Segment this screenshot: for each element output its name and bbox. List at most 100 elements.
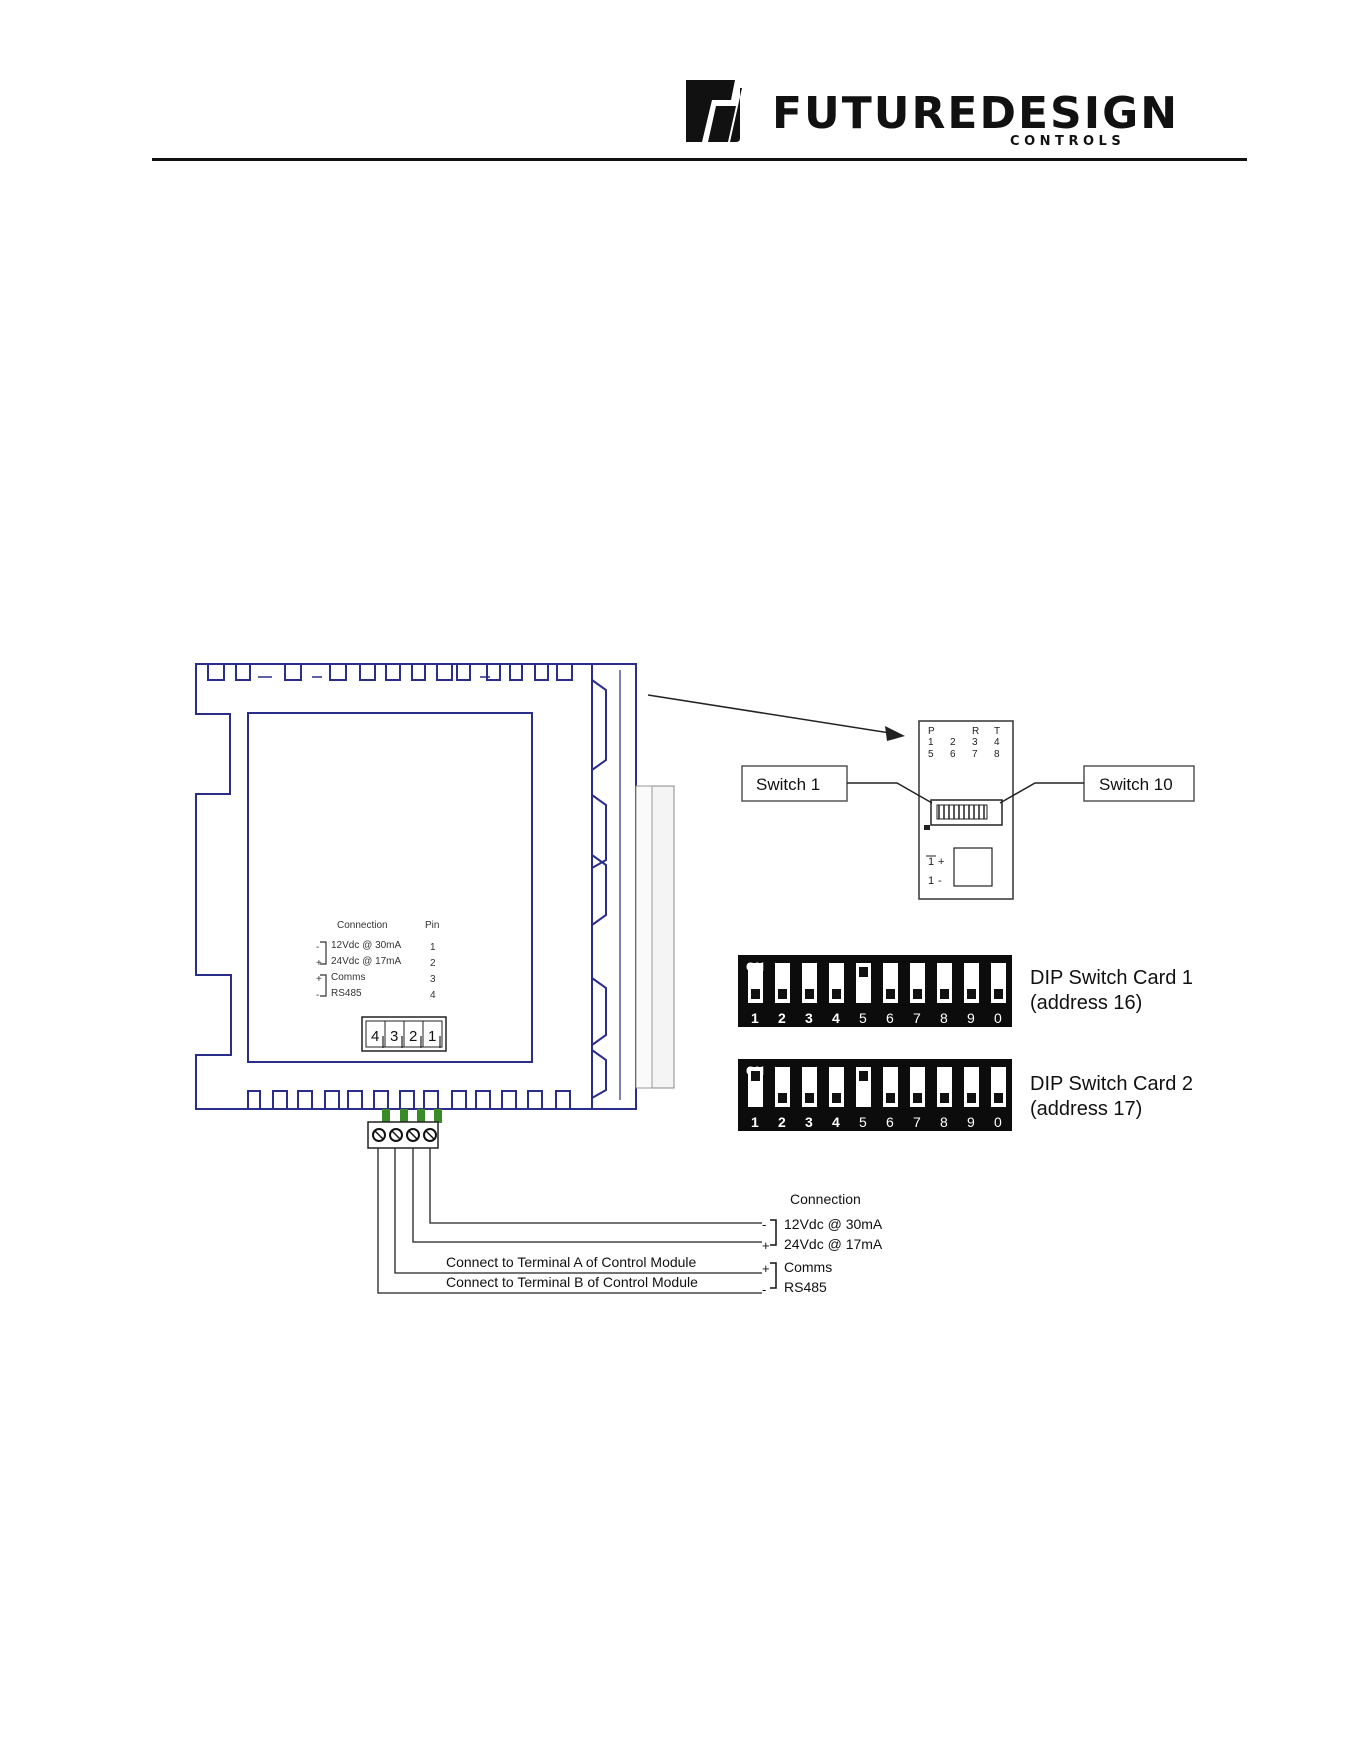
wiring-line-a: Connect to Terminal A of Control Module — [446, 1254, 697, 1270]
detail-r2-4: 8 — [994, 749, 1000, 760]
dip-1-number-6: 6 — [886, 1010, 894, 1026]
detail-r1-1: 1 — [928, 737, 934, 748]
brand-name: FUTUREDESIGN — [772, 88, 1179, 139]
dip-2-knob-10 — [994, 1093, 1003, 1103]
dip-1-number-8: 8 — [940, 1010, 948, 1026]
module-sign-1: - — [316, 942, 319, 953]
dip-card-1-subtitle: (address 16) — [1030, 992, 1142, 1014]
dip-1-number-4: 4 — [832, 1010, 840, 1026]
wiring-row-2: 24Vdc @ 17mA — [784, 1236, 883, 1252]
detail-pin-plus: + — [938, 856, 944, 868]
dip-2-knob-5 — [859, 1071, 868, 1081]
dip-2-number-4: 4 — [832, 1114, 840, 1130]
wiring-sign-2: + — [762, 1238, 770, 1253]
switch-10-label: Switch 10 — [1099, 775, 1173, 794]
dip-2-number-3: 3 — [805, 1114, 813, 1130]
dip-1-knob-7 — [913, 989, 922, 999]
wiring-row-4: RS485 — [784, 1279, 827, 1295]
dip-card-2-title: DIP Switch Card 2 — [1030, 1073, 1193, 1095]
dip-1-knob-3 — [805, 989, 814, 999]
detail-top-4: T — [994, 726, 1000, 737]
module-sign-4: - — [316, 990, 319, 1001]
terminal-block-label: 4 3 2 1 — [361, 1016, 447, 1052]
dip-2-number-1: 1 — [751, 1114, 759, 1130]
dip-2-number-10: 0 — [994, 1114, 1002, 1130]
module-pin-header: Pin — [425, 920, 439, 931]
label-plate — [247, 712, 533, 1063]
module-row-4: RS485 — [331, 988, 362, 999]
detail-r1-2: 2 — [950, 737, 956, 748]
dip-2-number-8: 8 — [940, 1114, 948, 1130]
dip-2-knob-6 — [886, 1093, 895, 1103]
detail-r2-3: 7 — [972, 749, 978, 760]
module-row-1: 12Vdc @ 30mA — [331, 940, 402, 951]
switch-10-callout: Switch 10 — [999, 765, 1195, 804]
detail-r1-3: 3 — [972, 737, 978, 748]
dip-1-number-1: 1 — [751, 1010, 759, 1026]
wiring-sign-4: - — [762, 1282, 766, 1297]
dip-2-knob-1 — [751, 1071, 760, 1081]
switch-1-callout: Switch 1 — [741, 765, 933, 804]
detail-top-1: P — [928, 726, 935, 737]
dip-1-knob-8 — [940, 989, 949, 999]
dip-1-number-7: 7 — [913, 1010, 921, 1026]
module-pin-2: 2 — [430, 958, 436, 969]
dip-2-knob-4 — [832, 1093, 841, 1103]
dip-2-knob-9 — [967, 1093, 976, 1103]
dip-1-knob-5 — [859, 967, 868, 977]
module-pin-1: 1 — [430, 942, 436, 953]
dip-2-number-5: 5 — [859, 1114, 867, 1130]
detail-pin-num-a: 1 — [928, 856, 934, 868]
dip-1-number-5: 5 — [859, 1010, 867, 1026]
detail-r2-1: 5 — [928, 749, 934, 760]
dip-1-knob-4 — [832, 989, 841, 999]
dip-detail-board: P R T 1 2 3 4 5 6 7 8 1 + 1 - — [918, 720, 1014, 900]
terminal-num-3: 3 — [390, 1028, 398, 1045]
brand-sub: C O N T R O L S — [1010, 134, 1121, 149]
detail-r1-4: 4 — [994, 737, 1000, 748]
detail-r2-2: 6 — [950, 749, 956, 760]
dip-2-knob-3 — [805, 1093, 814, 1103]
wiring-row-3: Comms — [784, 1259, 832, 1275]
module-pin-3: 3 — [430, 974, 436, 985]
dip-1-number-9: 9 — [967, 1010, 975, 1026]
wiring-text: Connect to Terminal A of Control Module … — [446, 1191, 883, 1297]
wiring-sign-3: + — [762, 1261, 770, 1276]
dip-1-knob-9 — [967, 989, 976, 999]
module-pin-4: 4 — [430, 990, 436, 1001]
module-housing — [195, 663, 637, 1110]
connector-plug — [367, 1109, 442, 1149]
terminal-num-1: 1 — [428, 1028, 436, 1045]
switch-1-label: Switch 1 — [756, 775, 820, 794]
module-connection-header: Connection — [337, 920, 388, 931]
terminal-num-4: 4 — [371, 1028, 379, 1045]
terminal-strip — [635, 785, 675, 1089]
dip-1-knob-10 — [994, 989, 1003, 999]
terminal-num-2: 2 — [409, 1028, 417, 1045]
wiring-line-b: Connect to Terminal B of Control Module — [446, 1274, 698, 1290]
dip-1-knob-2 — [778, 989, 787, 999]
dip-2-knob-8 — [940, 1093, 949, 1103]
brand-logo: FUTUREDESIGN C O N T R O L S — [686, 80, 1179, 149]
dip-1-number-10: 0 — [994, 1010, 1002, 1026]
dip-1-number-3: 3 — [805, 1010, 813, 1026]
module-sign-3: + — [316, 974, 322, 985]
detail-top-3: R — [972, 726, 979, 737]
pointer-arrow — [647, 694, 905, 741]
wiring-lines — [377, 1148, 762, 1294]
detail-pin-num-b: 1 — [928, 875, 934, 887]
dip-2-number-2: 2 — [778, 1114, 786, 1130]
wiring-connection-title: Connection — [790, 1191, 861, 1207]
dip-2-number-9: 9 — [967, 1114, 975, 1130]
dip-1-knob-1 — [751, 989, 760, 999]
dip-2-number-6: 6 — [886, 1114, 894, 1130]
wiring-sign-1: - — [762, 1217, 766, 1232]
module-row-3: Comms — [331, 972, 365, 983]
wiring-row-1: 12Vdc @ 30mA — [784, 1216, 883, 1232]
dip-card-2-subtitle: (address 17) — [1030, 1098, 1142, 1120]
dip-1-number-2: 2 — [778, 1010, 786, 1026]
dip-2-knob-7 — [913, 1093, 922, 1103]
